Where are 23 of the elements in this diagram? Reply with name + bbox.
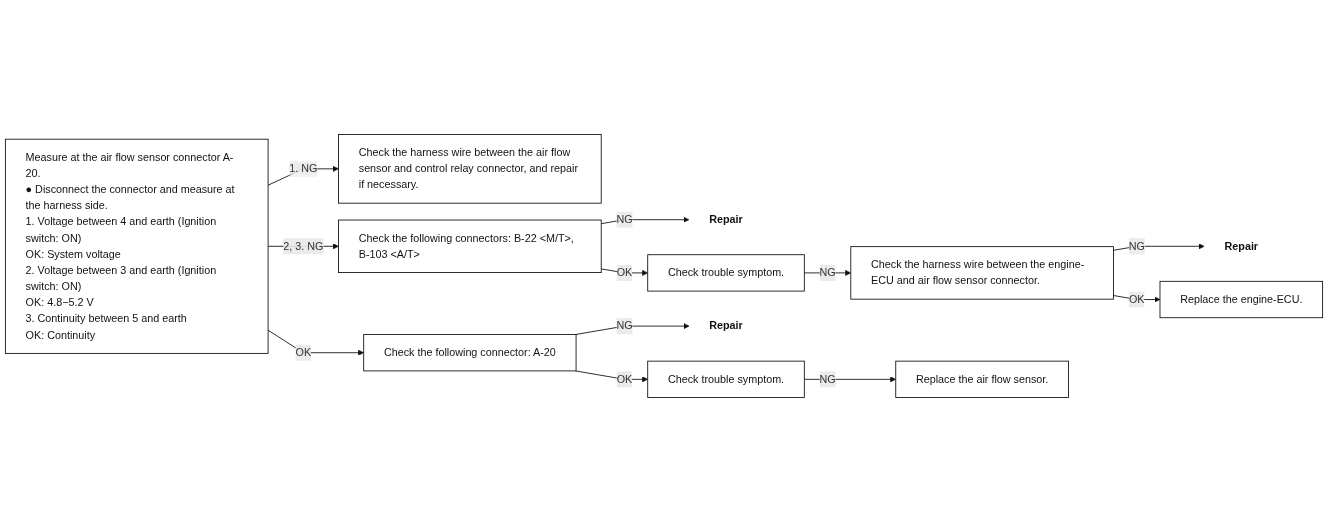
edge-label: OK xyxy=(616,266,633,279)
node-box: Measure at the air flow sensor connector A-20. ● Disconnect the connector and measure at the harness side. 1. Voltage between 4 and earth (Ignition switch: ON) OK: System voltage 2. Voltage between 3 and earth (Ignition switch: ON) OK: 4.8−5.2 V 3. Continuity between 5 and earth OK: Continuity xyxy=(4,138,269,354)
edge-label: 1. NG xyxy=(289,162,318,175)
node-text: Repair xyxy=(1224,240,1259,252)
edge-label: OK xyxy=(1128,293,1145,305)
node-box: Replace the air flow sensor. xyxy=(895,360,1069,398)
edge-label: 2, 3. NG xyxy=(283,240,324,252)
edge-label: NG xyxy=(616,320,633,332)
node-text: Repair xyxy=(709,213,743,226)
edge-label: NG xyxy=(819,373,836,385)
edge-label: NG xyxy=(819,266,836,279)
edge-label: OK xyxy=(616,373,633,385)
node-box: Check trouble symptom. xyxy=(647,360,805,398)
node-box: Replace the engine-ECU. xyxy=(1159,280,1324,319)
node-box: Check the following connectors: B-22 <M/T>, B-103 <A/T> xyxy=(338,219,602,273)
edge-label: NG xyxy=(1128,240,1145,252)
node-box: Check the harness wire between the engine-ECU and air flow sensor connector. xyxy=(850,246,1114,300)
edge-label: OK xyxy=(295,346,312,359)
node-box: Check the harness wire between the air flow sensor and control relay connector, and repair if necessary. xyxy=(338,134,602,204)
node-box: Check the following connector: A-20 xyxy=(363,334,577,372)
node-box: Check trouble symptom. xyxy=(647,254,805,292)
node-text: Repair xyxy=(709,320,743,332)
edge-label: NG xyxy=(616,213,633,226)
